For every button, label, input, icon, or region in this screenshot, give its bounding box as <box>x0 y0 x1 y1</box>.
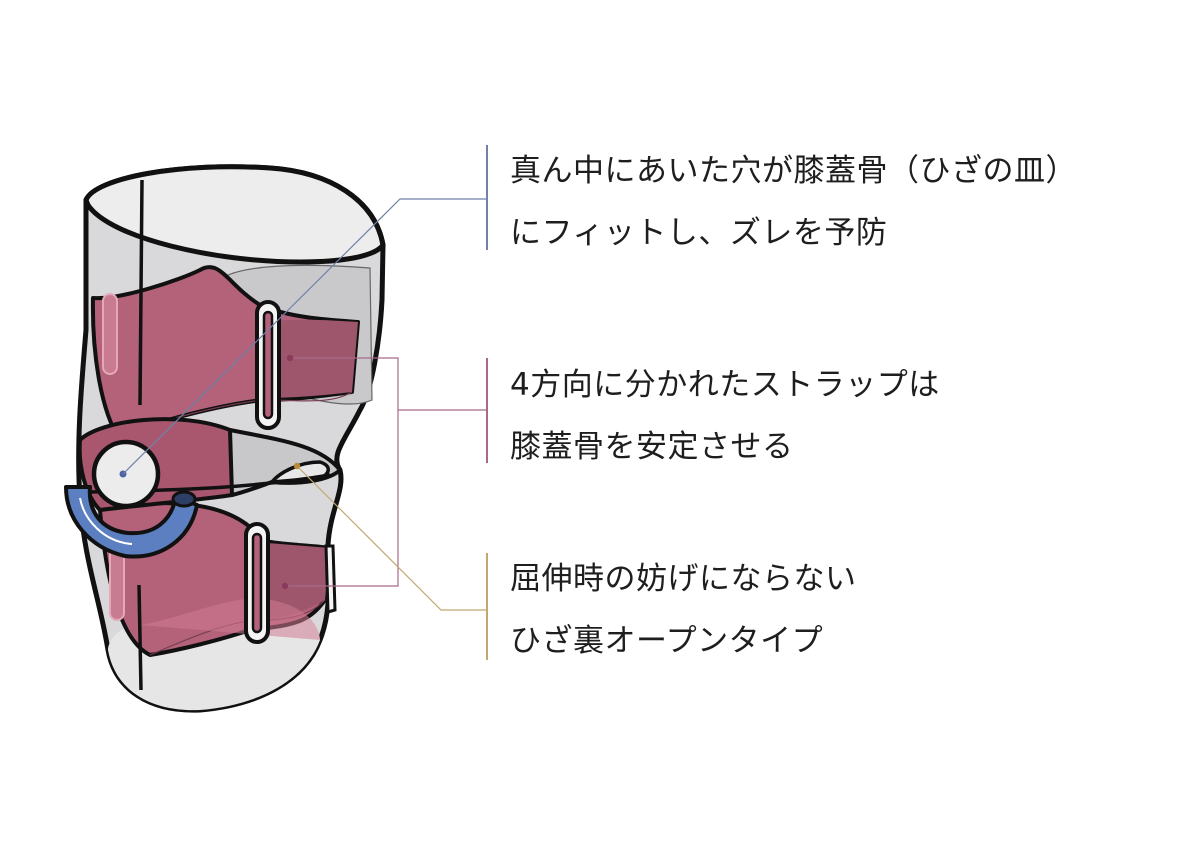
callout-lines-open-back <box>293 462 488 660</box>
callout-line: 屈伸時の妨げにならない <box>510 561 857 597</box>
lower-strap <box>98 501 332 657</box>
horseshoe-pad <box>64 485 199 559</box>
callout-line: 4方向に分かれたストラップは <box>510 367 940 403</box>
callout-text-patella: 真ん中にあいた穴が膝蓋骨（ひざの皿） にフィットし、ズレを予防 <box>510 140 1077 264</box>
callout-lines-patella <box>122 145 488 475</box>
callout-line: 真ん中にあいた穴が膝蓋骨（ひざの皿） <box>510 153 1077 189</box>
callout-line: ひざ裏オープンタイプ <box>510 623 824 659</box>
patella-hole <box>91 439 161 509</box>
callout-text-strap: 4方向に分かれたストラップは 膝蓋骨を安定させる <box>510 354 940 478</box>
callout-text-open-back: 屈伸時の妨げにならない ひざ裏オープンタイプ <box>510 548 857 672</box>
callout-line: にフィットし、ズレを予防 <box>510 215 888 251</box>
buckle-loops <box>244 300 337 644</box>
callout-lines-strap <box>281 354 488 590</box>
callout-line: 膝蓋骨を安定させる <box>510 429 794 465</box>
